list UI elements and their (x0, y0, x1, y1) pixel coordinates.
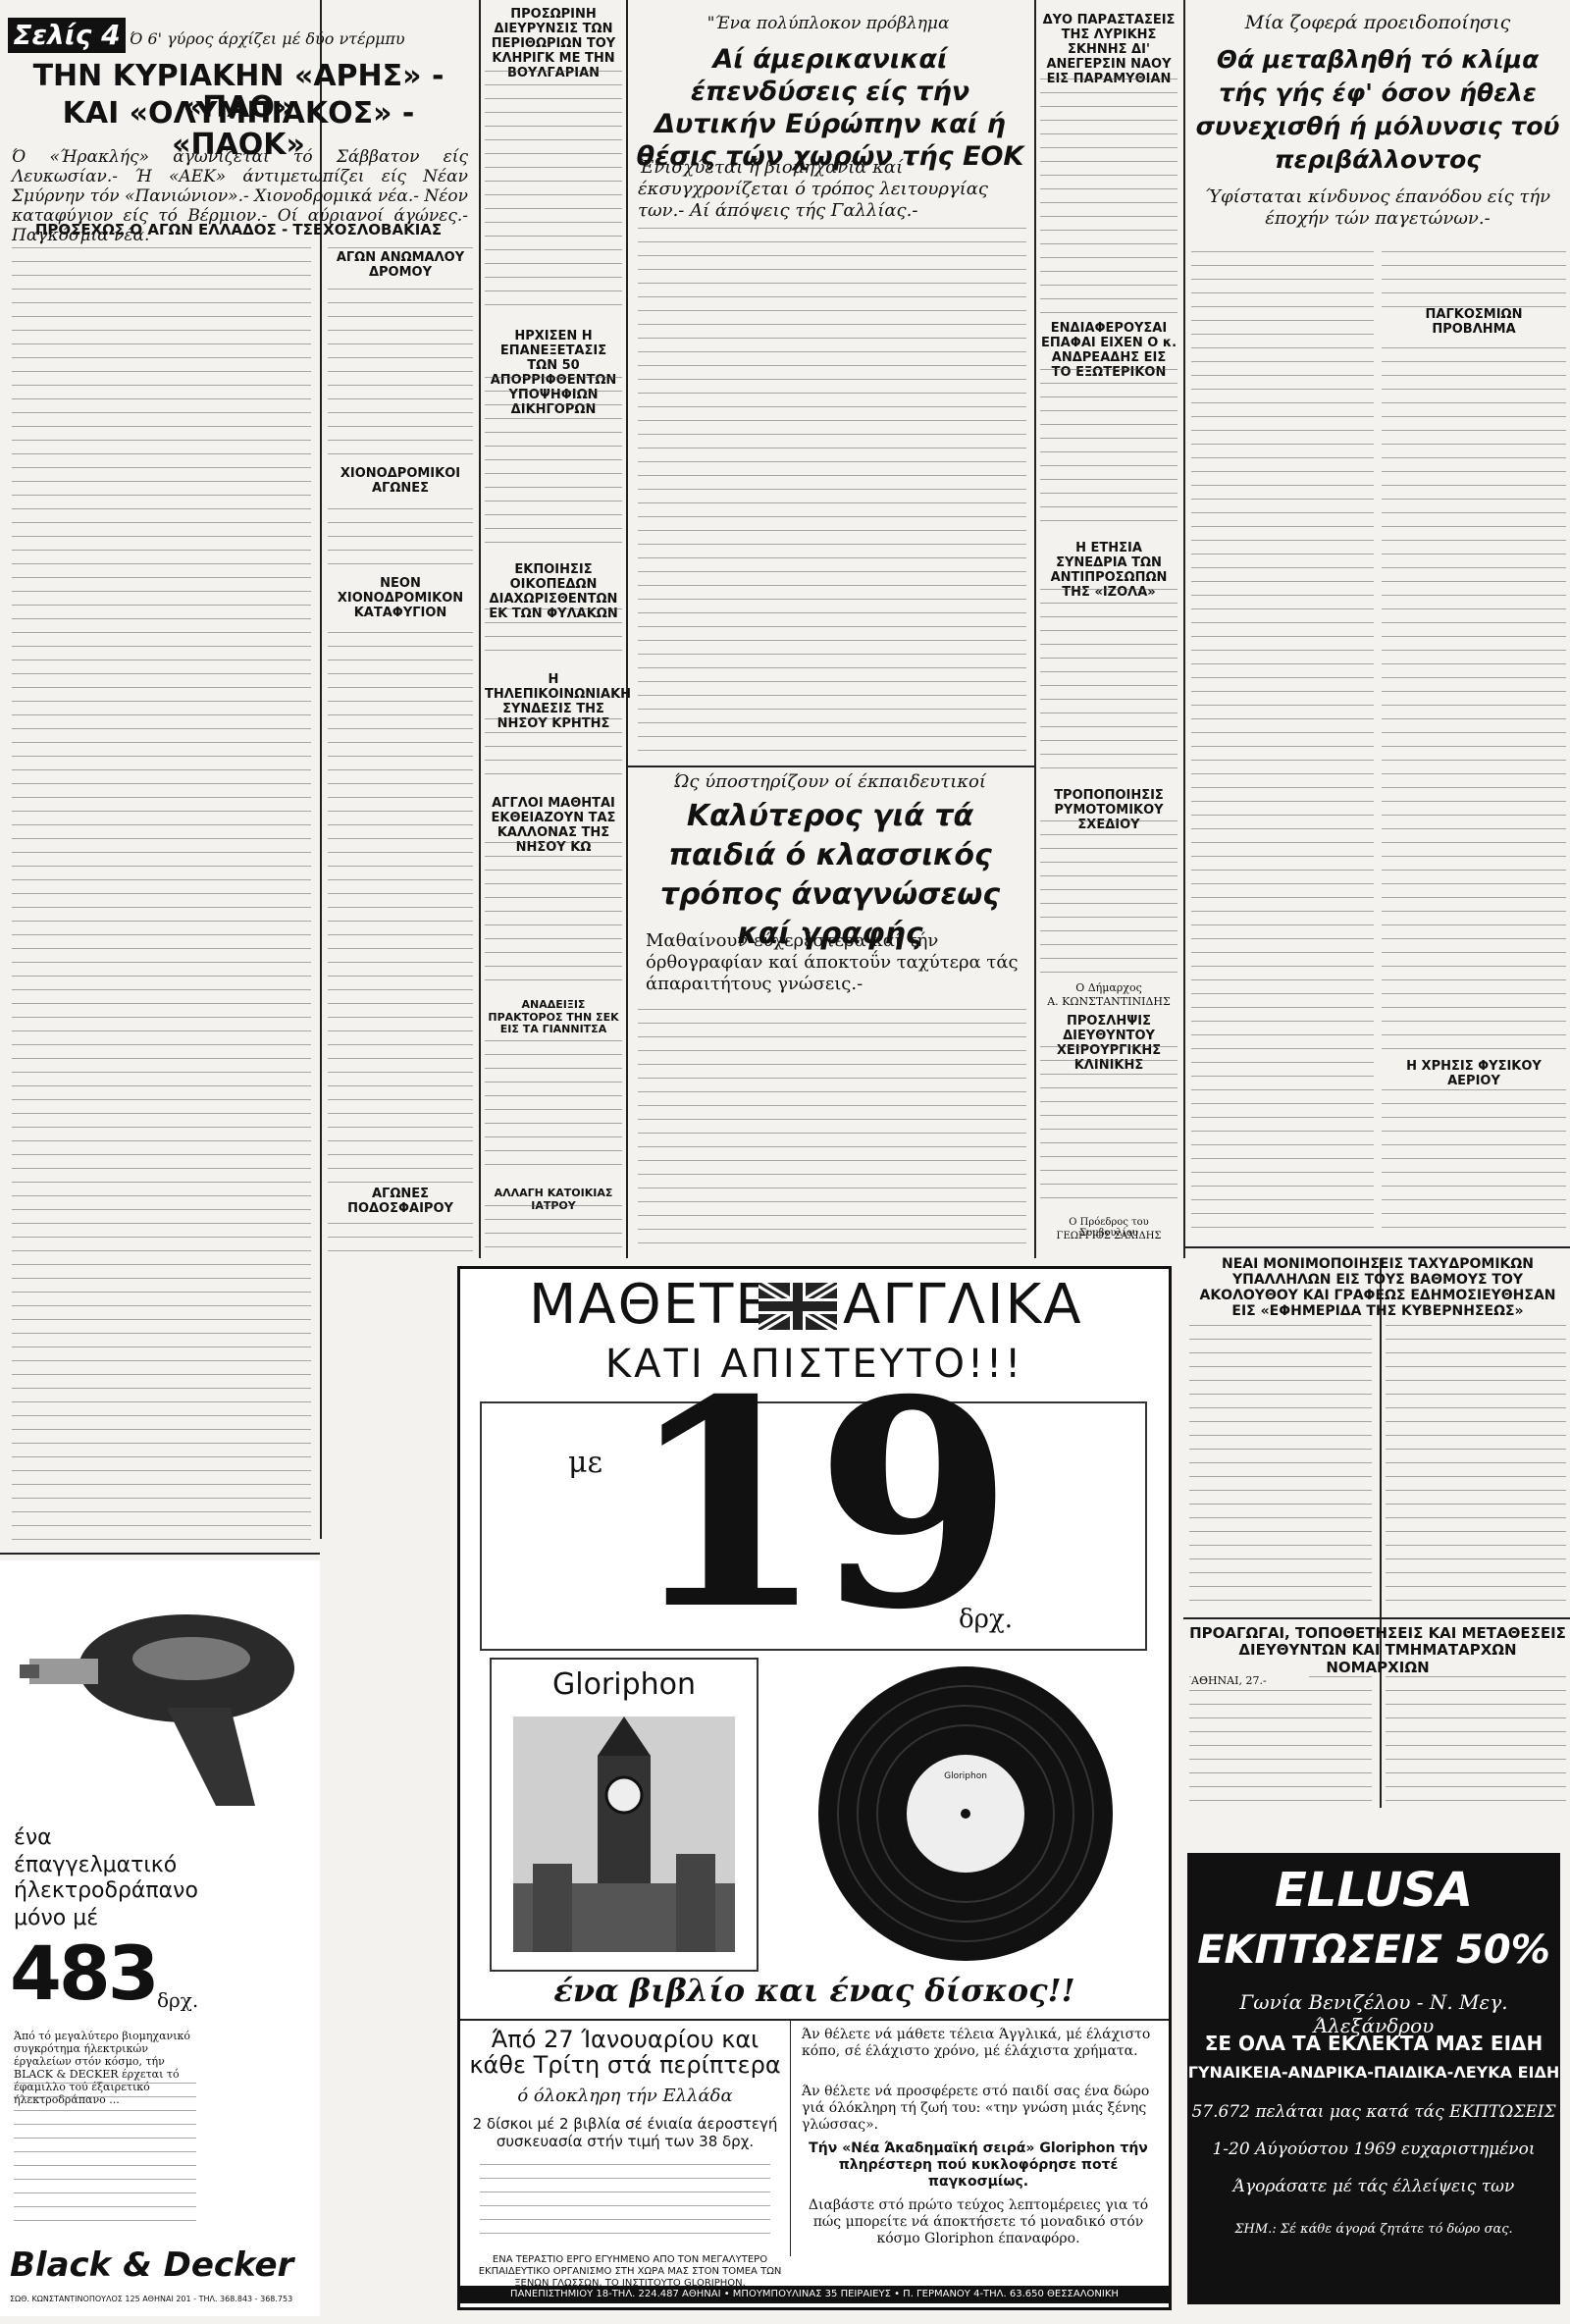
sports-subhead: ΠΡΟΣΕΧΩΣ Ο ΑΓΩΝ ΕΛΛΑΔΟΣ - ΤΣΕΧΟΣΛΟΒΑΚΙΑΣ (34, 221, 443, 238)
col3-head-1: ΠΡΟΣΩΡΙΝΗ ΔΙΕΥΡΥΝΣΙΣ ΤΩΝ ΠΕΡΙΘΩΡΙΩΝ ΤΟΥ … (491, 7, 616, 80)
climate-deck: Ύφίσταται κίνδυνος έπανόδου είς τήν έποχ… (1204, 186, 1551, 229)
climate-body-left (1191, 251, 1374, 1235)
col3-body-5 (485, 842, 622, 989)
ad-ellusa-line-6: ΣΗΜ.: Σέ κάθε άγορά ζητάτε τό δώρο σας. (1234, 2222, 1513, 2237)
ad-english-price: 19 (627, 1339, 1014, 1672)
ad-english-price-unit: δρχ. (959, 1605, 1013, 1634)
climate-subhead-2: Η ΧΡΗΣΙΣ ΦΥΣΙΚΟΥ ΑΕΡΙΟΥ (1382, 1059, 1566, 1089)
right-lower-body-3 (1189, 1676, 1372, 1804)
col3-body-6 (485, 1040, 622, 1178)
ad-ellusa-address: Γωνία Βενιζέλου - Ν. Μεγ. Άλεξάνδρου (1239, 1990, 1508, 2037)
record-icon: Gloriphon (813, 1662, 1118, 1966)
ad-english-price-panel (480, 1401, 1147, 1651)
ad-ellusa-line-2: ΓΥΝΑΙΚΕΙΑ-ΑΝΔΡΙΚΑ-ΠΑΙΔΙΚΑ-ΛΕΥΚΑ ΕΙΔΗ (1187, 2063, 1560, 2082)
sports-body-col2 (328, 247, 473, 1258)
climate-subhead-1: ΠΑΓΚΟΣΜΙΩΝ ΠΡΟΒΛΗΜΑ (1382, 307, 1566, 338)
ad-ellusa-line-3: 57.672 πελάται μας κατά τάς ΕΚΠΤΩΣΕΙΣ (1191, 2102, 1556, 2122)
sports-body-col1 (12, 247, 311, 1541)
col3-body-3 (485, 608, 622, 661)
union-jack-icon (756, 1279, 840, 1334)
col3-body-2 (485, 377, 622, 554)
ad-english-closing: Διαβάστε στό πρώτο τεύχος λεπτομέρειες γ… (808, 2197, 1149, 2246)
ad-english-promo-2: ό όλοκληρη τήν Ελλάδα (517, 2086, 733, 2106)
ad-english-promo-1: Άπό 27 Ίανουαρίου και κάθε Τρίτη στά περ… (469, 2026, 781, 2079)
ad-drill-brand: Black & Decker (10, 2245, 294, 2285)
sports-headline-2: ΚΑΙ «ΟΛΥΜΠΙΑΚΟΣ» - «ΠΑΟΚ» (62, 96, 415, 162)
sports-kicker: Ό 6' γύρος άρχίζει μέ δύο ντέρμπυ (130, 29, 405, 48)
col5-head-3: Η ΕΤΗΣΙΑ ΣΥΝΕΔΡΙΑ ΤΩΝ ΑΝΤΙΠΡΟΣΩΠΩΝ ΤΗΣ «… (1050, 541, 1168, 600)
eec-deck: Ένισχύεται ή βιομηχανία καί έκσυγχρονίζε… (638, 157, 988, 221)
climate-headline: Θά μεταβληθή τό κλίμα τής γής έφ' όσον ή… (1195, 45, 1560, 174)
right-lower-dateline: ΑΘΗΝΑΙ, 27.- (1191, 1674, 1309, 1687)
ad-english-price-prefix: με (568, 1446, 603, 1480)
sports-col2-head-3: ΝΕΟΝ ΧΙΟΝΟΔΡΟΜΙΚΟΝ ΚΑΤΑΦΥΓΙΟΝ (328, 576, 473, 621)
ad-drill-line-3: μόνο μέ (14, 1906, 99, 1930)
ad-drill-unit: δρχ. (157, 1988, 199, 2012)
ad-english-promo-3: 2 δίσκοι μέ 2 βιβλία σέ ένιαία άεροστεγή… (472, 2115, 778, 2150)
ad-english-org: ΕΝΑ ΤΕΡΑΣΤΙΟ ΕΡΓΟ ΕΓΥΗΜΕΝΟ ΑΠΟ ΤΟΝ ΜΕΓΑΛ… (478, 2254, 782, 2289)
ad-drill-price: 483 (10, 1929, 160, 2017)
col5-body-1 (1040, 79, 1178, 314)
sports-headline-1: ΤΗΝ ΚΥΡΙΑΚΗΝ «ΑΡΗΣ» - «ΠΑΟ» (32, 59, 445, 125)
col3-body-7 (485, 1205, 622, 1248)
reading-kicker: Ώς ύποστηρίζουν οί έκπαιδευτικοί (674, 771, 986, 792)
eec-headline: Αί άμερικανικαί έπενδύσεις είς τήν Δυτικ… (636, 44, 1024, 172)
climate-kicker: Μία ζοφερά προειδοποίησις (1244, 12, 1511, 33)
ad-english-book: Gloriphon (490, 1658, 759, 1972)
col5-head-1: ΔΥΟ ΠΑΡΑΣΤΑΣΕΙΣ ΤΗΣ ΛΥΡΙΚΗΣ ΣΚΗΝΗΣ ΔΙ' Α… (1042, 13, 1176, 86)
col3-body-4 (485, 718, 622, 787)
page-label-text: Σελίς 4 (13, 19, 121, 51)
sports-col2-head-4: ΑΓΩΝΕΣ ΠΟΔΟΣΦΑΙΡΟΥ (328, 1187, 473, 1217)
ad-english-bullet-2: Άν θέλετε νά προσφέρετε στό παιδί σας έν… (802, 2084, 1150, 2133)
col5-sign-3: Ο Πρόεδρος του Συμβουλίου (1069, 1217, 1149, 1239)
ad-english-bullet-1: Άν θέλετε νά μάθετε τέλεια Άγγλικά, μέ έ… (802, 2027, 1151, 2059)
ad-drill-line-1: ένα (14, 1825, 52, 1850)
ad-english-title-right: ΑΓΓΛΙΚΑ (843, 1273, 1083, 1337)
ad-drill-body-more (14, 2083, 196, 2230)
ad-english-fineprint (480, 2164, 770, 2245)
reading-deck: Μαθαίνουν εύχερέστερα καί τήν όρθογραφία… (646, 930, 1019, 994)
col3-head-6: ΑΝΑΔΕΙΞΙΣ ΠΡΑΚΤΟΡΟΣ ΤΗΝ ΣΕΚ ΕΙΣ ΤΑ ΓΙΑΝΝ… (488, 998, 619, 1036)
eec-kicker: "Ένα πολύπλοκον πρόβλημα (706, 14, 950, 33)
ad-ellusa-line-4: 1-20 Αύγούστου 1969 ευχαριστημένοι (1212, 2139, 1536, 2159)
right-lower-body-2 (1386, 1325, 1566, 1610)
drill-icon (20, 1600, 304, 1816)
sports-col2-head-2: ΧΙΟΝΟΔΡΟΜΙΚΟΙ ΑΓΩΝΕΣ (328, 466, 473, 497)
ad-english-slogan: ένα βιβλίο και ένας δίσκος!! (553, 1972, 1075, 2009)
col5-sign-1: Ο Δήμαρχος (1075, 981, 1142, 994)
ad-ellusa-line-1: ΣΕ ΟΛΑ ΤΑ ΕΚΛΕΚΤΑ ΜΑΣ ΕΙΔΗ (1204, 2032, 1544, 2055)
right-lower-body-1 (1189, 1325, 1372, 1610)
ad-ellusa-headline: ΕΚΠΤΩΣΕΙΣ 50% (1197, 1928, 1550, 1973)
col5-sign-4: ΓΕΩΡΓΙΟΣ ΣΑΧΙΔΗΣ (1056, 1231, 1162, 1241)
ad-english-footer: ΠΑΝΕΠΙΣΤΗΜΙΟΥ 18-ΤΗΛ. 224.487 ΑΘΗΝΑΙ • Μ… (460, 2286, 1169, 2303)
ad-english-brand: Gloriphon (551, 1667, 697, 1702)
ad-drill-footer: ΣΩΘ. ΚΩΝΣΤΑΝΤΙΝΟΠΟΥΛΟΣ 125 ΑΘΗΝΑΙ 201 - … (10, 2295, 293, 2303)
reading-body (638, 1009, 1026, 1248)
reading-headline: Καλύτερος γιά τά παιδιά ό κλασσικός τρόπ… (659, 799, 1001, 951)
col5-body-2 (1040, 369, 1178, 534)
col5-body-5 (1040, 1046, 1178, 1211)
ad-ellusa: ELLUSA ΕΚΠΤΩΣΕΙΣ 50% Γωνία Βενιζέλου - Ν… (1187, 1853, 1560, 2304)
big-ben-icon (513, 1717, 735, 1952)
col5-sign-2: Α. ΚΩΝΣΤΑΝΤΙΝΙΔΗΣ (1047, 995, 1171, 1008)
col5-body-3 (1040, 589, 1178, 779)
ad-english: ΜΑΘΕΤΕ ΑΓΓΛΙΚΑ ΚΑΤΙ ΑΠΙΣΤΕΥΤΟ!!! με 19 δ… (457, 1266, 1172, 2310)
ad-english-series: Τήν «Νέα Άκαδημαϊκή σειρά» Gloriphon τήν… (809, 2140, 1148, 2190)
record-label: Gloriphon (944, 1771, 987, 1781)
right-lower-head-2: ΠΡΟΑΓΩΓΑΙ, ΤΟΠΟΘΕΤΗΣΕΙΣ ΚΑΙ ΜΕΤΑΘΕΣΕΙΣ Δ… (1189, 1624, 1566, 1676)
ad-drill: ένα έπαγγελματικό ήλεκτροδράπανο μόνο μέ… (0, 1560, 320, 2316)
sports-deck: Ό «Ήρακλής» άγωνίζεται τό Σάββατον είς Λ… (12, 147, 468, 245)
ad-ellusa-line-5: Άγοράσατε μέ τάς έλλείψεις των (1232, 2177, 1515, 2196)
ad-drill-line-2: έπαγγελματικό ήλεκτροδράπανο (14, 1853, 198, 1903)
sports-col2-head-1: ΑΓΩΝ ΑΝΩΜΑΛΟΥ ΔΡΟΜΟΥ (328, 250, 473, 281)
eec-body (638, 228, 1026, 758)
right-lower-head-1: ΝΕΑΙ ΜΟΝΙΜΟΠΟΙΗΣΕΙΣ ΤΑΧΥΔΡΟΜΙΚΩΝ ΥΠΑΛΛΗΛ… (1199, 1256, 1556, 1320)
right-lower-body-4 (1386, 1676, 1566, 1804)
ad-ellusa-brand: ELLUSA (1274, 1863, 1474, 1918)
ad-english-title-left: ΜΑΘΕΤΕ (529, 1273, 772, 1337)
page-label: Σελίς 4 (8, 18, 126, 53)
col3-body-1 (485, 71, 622, 318)
col5-body-4 (1040, 820, 1178, 977)
ad-english-subtitle: ΚΑΤΙ ΑΠΙΣΤΕΥΤΟ!!! (604, 1342, 1024, 1387)
